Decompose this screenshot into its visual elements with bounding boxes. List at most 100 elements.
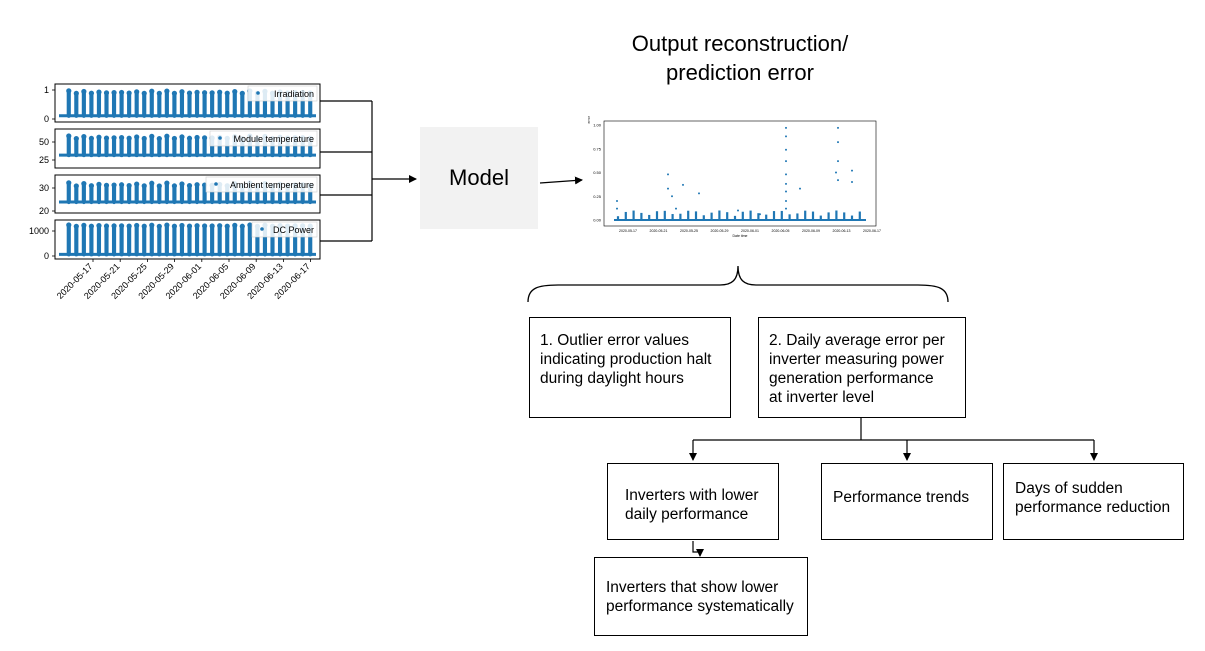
input-series-point xyxy=(156,135,162,142)
input-series-point xyxy=(186,223,193,229)
input-series-point xyxy=(201,90,208,96)
input-series-point xyxy=(179,222,185,229)
input-series-point xyxy=(179,134,185,140)
title-line-2: prediction error xyxy=(666,60,814,85)
input-series-point xyxy=(111,223,117,229)
model-to-output-arrow xyxy=(539,176,583,185)
error-ytick-label: 0.50 xyxy=(593,170,602,175)
error-outlier-point xyxy=(737,209,739,212)
input-ytick-label: 0 xyxy=(44,114,49,124)
input-series-point xyxy=(141,90,147,96)
inverters-systematic-line: Inverters that show lower xyxy=(606,579,779,596)
input-series-point xyxy=(149,88,155,94)
input-series-point xyxy=(224,90,230,96)
input-series-point xyxy=(164,133,170,139)
input-ytick-label: 1000 xyxy=(29,226,49,236)
input-series-point xyxy=(81,181,87,187)
input-series-point xyxy=(81,88,87,95)
input-series-point xyxy=(103,135,110,141)
input-series-point xyxy=(149,180,155,186)
input-series-point xyxy=(118,134,125,141)
error-outlier-point xyxy=(785,135,787,138)
curly-brace xyxy=(527,265,949,303)
daily-average-error-box: 2. Daily average error per inverter meas… xyxy=(758,317,966,418)
error-xtick-label: 2020-06-17 xyxy=(863,229,881,233)
input-series-point xyxy=(186,135,193,141)
input-series-point xyxy=(126,90,132,96)
performance-trends-label: Performance trends xyxy=(833,489,970,506)
lower-to-systematic-arrow xyxy=(692,541,704,557)
input-series-point xyxy=(186,183,193,189)
input-series-point xyxy=(171,135,178,142)
error-xtick-label: 2020-06-01 xyxy=(741,229,759,233)
input-ytick-label: 0 xyxy=(44,251,49,261)
input-series-point xyxy=(239,223,245,229)
input-series-point xyxy=(96,223,102,229)
input-series-point xyxy=(179,89,185,95)
input-series-point xyxy=(81,134,87,140)
input-series-point xyxy=(134,222,140,229)
error-xtick-label: 2020-05-25 xyxy=(680,229,698,233)
input-series-point xyxy=(134,134,140,140)
input-series-point xyxy=(194,89,200,95)
input-legend-label: Irradiation xyxy=(274,89,314,99)
error-outlier-point xyxy=(835,171,837,174)
input-series-point xyxy=(118,89,125,96)
error-outlier-point xyxy=(785,148,787,151)
box2-line: generation performance xyxy=(769,370,934,387)
input-series-point xyxy=(194,223,200,229)
input-series-point xyxy=(156,90,162,96)
input-series-point xyxy=(156,223,162,229)
input-series-point xyxy=(118,223,125,229)
input-series-point xyxy=(179,181,185,187)
input-series-point xyxy=(201,223,208,229)
input-series-point xyxy=(217,89,223,95)
error-outlier-point xyxy=(851,169,853,172)
input-series-point xyxy=(186,90,193,96)
input-series-point xyxy=(111,135,117,141)
input-series-point xyxy=(81,222,87,228)
error-ytick-label: 0.75 xyxy=(593,146,602,151)
error-xtick-label: 2020-05-17 xyxy=(619,229,637,233)
input-series-point xyxy=(111,90,117,96)
error-xtick-label: 2020-05-21 xyxy=(650,229,668,233)
error-outlier-point xyxy=(785,207,787,210)
input-series-point xyxy=(141,183,147,189)
input-series-point xyxy=(201,135,208,141)
input-legend-box xyxy=(247,85,318,102)
input-series-point xyxy=(194,134,200,141)
input-to-model-connector xyxy=(320,100,417,242)
input-series-point xyxy=(194,182,200,188)
input-series-point xyxy=(96,181,102,187)
error-chart-frame xyxy=(603,120,877,227)
error-outlier-point xyxy=(616,200,618,202)
outlier-error-box: 1. Outlier error values indicating produ… xyxy=(529,317,731,418)
model-box: Model xyxy=(420,127,538,229)
input-legend-box xyxy=(209,130,318,147)
error-outlier-point xyxy=(759,213,761,216)
input-series-point xyxy=(96,134,102,140)
error-ytick-label: 0.25 xyxy=(593,194,602,199)
input-legend-label: Module temperature xyxy=(233,134,314,144)
input-series-point xyxy=(73,90,79,96)
error-outlier-point xyxy=(785,182,787,185)
input-series-point xyxy=(126,182,132,189)
input-series-point xyxy=(103,90,110,96)
sudden-reduction-line: Days of sudden xyxy=(1015,480,1123,497)
performance-trends-box: Performance trends xyxy=(821,463,993,540)
input-series-point xyxy=(88,223,95,229)
input-series-point xyxy=(209,90,215,96)
error-outlier-point xyxy=(675,207,677,210)
input-series-point xyxy=(66,88,72,94)
input-series-point xyxy=(171,183,178,189)
input-legend-marker xyxy=(256,91,260,95)
error-xtick-label: 2020-05-29 xyxy=(711,229,729,233)
input-series-point xyxy=(118,182,125,188)
box1-line: 1. Outlier error values xyxy=(540,332,690,349)
error-xtick-label: 2020-06-13 xyxy=(833,229,851,233)
input-series-point xyxy=(141,223,147,229)
input-ytick-label: 50 xyxy=(39,137,49,147)
input-series-point xyxy=(149,133,155,139)
